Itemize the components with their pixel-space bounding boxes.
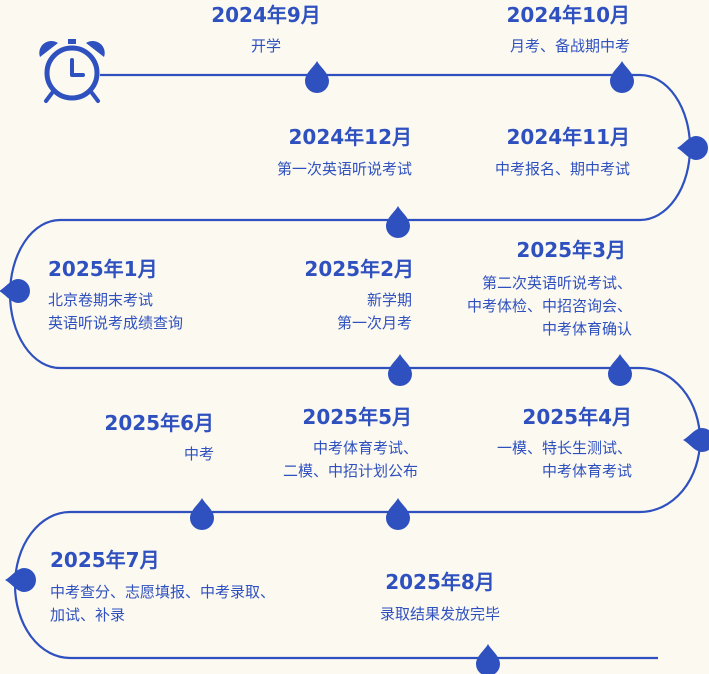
event-7-desc: 第二次英语听说考试、中考体检、中招咨询会、中考体育确认 (430, 272, 632, 341)
event-8-desc-line: 中考体育考试 (541, 462, 632, 480)
event-6-date: 2025年2月 (304, 257, 414, 281)
event-11-date: 2025年7月 (50, 548, 160, 572)
event-6-desc: 新学期第一次月考 (264, 289, 412, 335)
event-4-desc-line: 第一次英语听说考试 (276, 160, 412, 178)
event-8-date: 2025年4月 (522, 405, 632, 429)
drop-marker-icon (476, 644, 500, 674)
event-2-desc: 月考、备战期中考 (430, 35, 630, 58)
event-1-desc-line: 开学 (250, 37, 281, 55)
drop-marker-icon (5, 568, 36, 592)
event-6-desc-line: 新学期 (366, 291, 412, 309)
event-9-desc-line: 二模、中招计划公布 (282, 462, 418, 480)
event-3-desc: 中考报名、期中考试 (430, 158, 630, 181)
event-9-desc: 中考体育考试、二模、中招计划公布 (228, 437, 418, 483)
drop-marker-icon (677, 136, 708, 160)
drop-marker-icon (610, 61, 634, 93)
event-4-desc: 第一次英语听说考试 (212, 158, 412, 181)
event-1-date: 2024年9月 (211, 3, 321, 27)
timeline-path (8, 73, 702, 660)
drop-marker-icon (305, 61, 329, 93)
drop-marker-icon (0, 279, 30, 303)
drop-marker-icon (683, 428, 709, 452)
event-6-desc-line: 第一次月考 (336, 314, 412, 332)
event-5-desc: 北京卷期末考试英语听说考成绩查询 (48, 289, 248, 335)
event-3-date: 2024年11月 (506, 125, 631, 149)
alarm-clock-icon (39, 39, 105, 103)
event-2-date: 2024年10月 (506, 3, 631, 27)
event-10-desc-line: 中考 (183, 445, 214, 463)
event-7-desc-line: 第二次英语听说考试、 (481, 274, 632, 292)
event-3-desc-line: 中考报名、期中考试 (494, 160, 630, 178)
drop-marker-icon (386, 206, 410, 238)
event-7-date: 2025年3月 (516, 238, 626, 262)
event-11-desc-line: 加试、补录 (50, 606, 126, 624)
drop-marker-icon (190, 498, 214, 530)
event-10-date: 2025年6月 (104, 411, 214, 435)
event-2-desc-line: 月考、备战期中考 (509, 37, 630, 55)
event-5-date: 2025年1月 (48, 257, 158, 281)
event-5-desc-line: 英语听说考成绩查询 (48, 314, 184, 332)
drop-marker-icon (608, 354, 632, 386)
event-11-desc: 中考查分、志愿填报、中考录取、加试、补录 (50, 581, 350, 627)
drop-marker-icon (388, 354, 412, 386)
event-11-desc-line: 中考查分、志愿填报、中考录取、 (50, 583, 276, 601)
event-4-date: 2024年12月 (288, 125, 413, 149)
event-8-desc-line: 一模、特长生测试、 (496, 439, 632, 457)
event-5-desc-line: 北京卷期末考试 (48, 291, 154, 309)
event-12-date: 2025年8月 (385, 570, 495, 594)
event-7-desc-line: 中考体育确认 (541, 320, 632, 338)
event-10-desc: 中考 (60, 443, 214, 466)
event-9-date: 2025年5月 (302, 405, 412, 429)
event-7-desc-line: 中考体检、中招咨询会、 (466, 297, 632, 315)
event-1-desc: 开学 (159, 35, 373, 58)
event-12-desc: 录取结果发放完毕 (340, 603, 540, 626)
drop-marker-icon (386, 498, 410, 530)
event-8-desc: 一模、特长生测试、中考体育考试 (440, 437, 632, 483)
event-9-desc-line: 中考体育考试、 (312, 439, 418, 457)
event-12-desc-line: 录取结果发放完毕 (379, 605, 500, 623)
